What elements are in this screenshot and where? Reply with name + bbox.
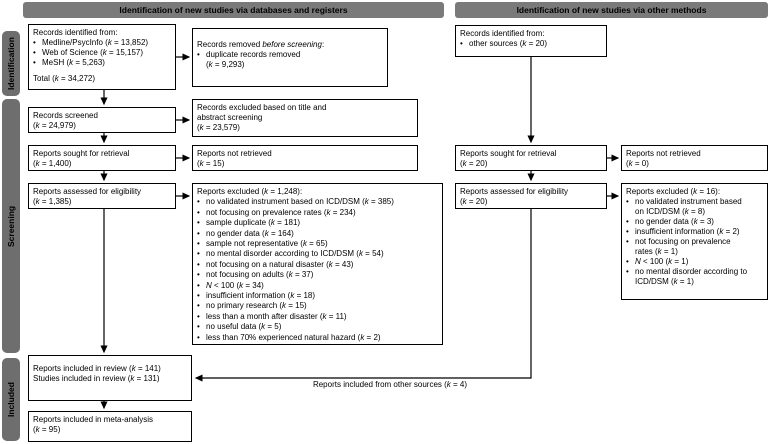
bullet-item: not focusing on prevalence rates (k = 23… xyxy=(197,208,438,218)
bullet-item: no mental disorder according to ICD/DSM … xyxy=(197,249,438,259)
box-title: Reports excluded (k = 1,248): xyxy=(197,187,303,196)
bullet-item: no useful data (k = 5) xyxy=(197,322,438,332)
box-reports-assessed-other: Reports assessed for eligibility (k = 20… xyxy=(455,183,607,209)
box-reports-sought-other: Reports sought for retrieval (k = 20) xyxy=(455,145,607,171)
bullet-item: MeSH (k = 5,263) xyxy=(33,58,171,68)
box-records-screened: Records screened (k = 24,979) xyxy=(28,107,176,133)
box-title: Reports excluded (k = 16): xyxy=(626,187,721,196)
bullet-item: insufficient information (k = 2) xyxy=(626,227,763,237)
bullet-item: no validated instrument based on ICD/DSM… xyxy=(626,197,763,217)
bullet-item: sample duplicate (k = 181) xyxy=(197,218,438,228)
bullet-item: Web of Science (k = 15,157) xyxy=(33,48,171,58)
bullet-item: not focusing on prevalence rates (k = 1) xyxy=(626,237,763,257)
box-reports-assessed-databases: Reports assessed for eligibility (k = 1,… xyxy=(28,183,176,209)
stage-included: Included xyxy=(2,358,20,441)
bullet-item: duplicate records removed (k = 9,293) xyxy=(197,50,383,70)
box-reports-included-meta-analysis: Reports included in meta-analysis (k = 9… xyxy=(28,411,192,442)
box-records-excluded-screening: Records excluded based on title and abst… xyxy=(192,99,418,137)
bullet-item: not focusing on adults (k = 37) xyxy=(197,270,438,280)
box-title: Records identified from: xyxy=(33,28,118,37)
box-reports-not-retrieved-other: Reports not retrieved (k = 0) xyxy=(621,145,768,171)
box-reports-excluded-other: Reports excluded (k = 16): no validated … xyxy=(621,183,768,300)
bullet-item: less than a month after disaster (k = 11… xyxy=(197,312,438,322)
records-total: Total (k = 34,272) xyxy=(33,74,96,83)
box-reports-sought-databases: Reports sought for retrieval (k = 1,400) xyxy=(28,145,176,171)
box-reports-not-retrieved-databases: Reports not retrieved (k = 15) xyxy=(192,145,418,171)
box-title: Records removed before screening: xyxy=(197,40,325,49)
bullet-item: no gender data (k = 164) xyxy=(197,229,438,239)
box-reports-included-review: Reports included in review (k = 141) Stu… xyxy=(28,355,192,401)
box-title: Records identified from: xyxy=(460,29,545,38)
bullet-item: other sources (k = 20) xyxy=(460,39,602,49)
box-reports-excluded-databases: Reports excluded (k = 1,248): no validat… xyxy=(192,183,443,345)
header-databases-registers: Identification of new studies via databa… xyxy=(23,2,444,18)
bullet-item: sample not representative (k = 65) xyxy=(197,239,438,249)
stage-screening: Screening xyxy=(2,99,20,353)
bullet-item: insufficient information (k = 18) xyxy=(197,291,438,301)
bullet-item: Medline/PsycInfo (k = 13,852) xyxy=(33,38,171,48)
box-records-identified-other: Records identified from: other sources (… xyxy=(455,25,607,57)
bullet-item: no validated instrument based on ICD/DSM… xyxy=(197,197,438,207)
bullet-item: no mental disorder according to ICD/DSM … xyxy=(626,267,763,287)
bullet-item: no gender data (k = 3) xyxy=(626,217,763,227)
label-reports-from-other-sources: Reports included from other sources (k =… xyxy=(312,380,468,389)
bullet-item: not focusing on a natural disaster (k = … xyxy=(197,260,438,270)
bullet-item: N < 100 (k = 1) xyxy=(626,257,763,267)
bullet-item: no primary research (k = 15) xyxy=(197,301,438,311)
stage-identification: Identification xyxy=(2,31,20,96)
box-records-removed: Records removed before screening: duplic… xyxy=(192,28,388,87)
bullet-item: less than 70% experienced natural hazard… xyxy=(197,333,438,343)
box-records-identified-databases: Records identified from: Medline/PsycInf… xyxy=(28,24,176,90)
bullet-item: N < 100 (k = 34) xyxy=(197,281,438,291)
header-other-methods: Identification of new studies via other … xyxy=(455,2,768,18)
